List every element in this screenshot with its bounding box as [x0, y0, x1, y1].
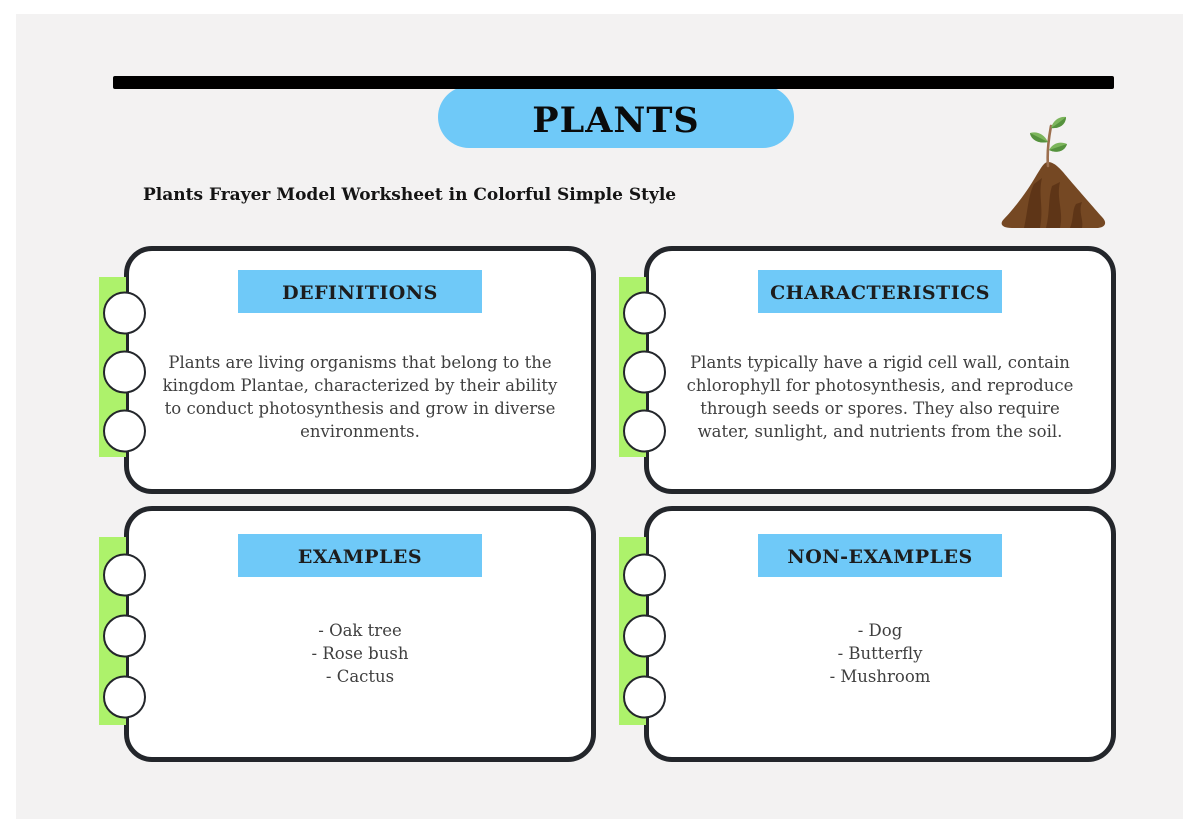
characteristics-body: Plants typically have a rigid cell wall,…: [686, 353, 1074, 441]
page-subtitle: Plants Frayer Model Worksheet in Colorfu…: [143, 185, 677, 205]
top-divider-bar: [113, 76, 1114, 89]
binder-hole: [623, 675, 666, 719]
examples-list-item: - Rose bush: [311, 644, 409, 663]
definitions-header-label: DEFINITIONS: [282, 281, 438, 304]
examples-list-item: - Oak tree: [318, 621, 402, 640]
characteristics-header-label: CHARACTERISTICS: [770, 281, 990, 304]
characteristics-header: CHARACTERISTICS: [758, 270, 1002, 313]
examples-card: EXAMPLES - Oak tree - Rose bush - Cactus: [99, 506, 596, 762]
worksheet-page: PLANTS Plants Frayer Model Worksheet in …: [16, 14, 1183, 819]
definitions-header: DEFINITIONS: [238, 270, 482, 313]
page-title: PLANTS: [532, 99, 700, 141]
non-examples-header: NON-EXAMPLES: [758, 534, 1002, 577]
seedling-icon: [1001, 116, 1106, 228]
binder-hole: [103, 291, 146, 335]
binder-hole: [103, 675, 146, 719]
characteristics-card: CHARACTERISTICS Plants typically have a …: [619, 246, 1116, 494]
binder-hole: [623, 614, 666, 658]
examples-header: EXAMPLES: [238, 534, 482, 577]
definitions-body: Plants are living organisms that belong …: [162, 353, 558, 441]
non-examples-list-item: - Dog: [857, 621, 903, 640]
binder-hole: [623, 553, 666, 597]
definitions-card: DEFINITIONS Plants are living organisms …: [99, 246, 596, 494]
binder-hole: [103, 350, 146, 394]
binder-hole: [623, 409, 666, 453]
non-examples-header-label: NON-EXAMPLES: [787, 545, 973, 568]
non-examples-list: - Dog - Butterfly - Mushroom: [649, 619, 1111, 688]
non-examples-list-item: - Butterfly: [837, 644, 923, 663]
non-examples-list-item: - Mushroom: [829, 667, 931, 686]
title-banner: PLANTS: [438, 86, 794, 148]
binder-hole: [103, 409, 146, 453]
binder-hole: [623, 291, 666, 335]
binder-hole: [623, 350, 666, 394]
examples-header-label: EXAMPLES: [297, 545, 423, 568]
examples-list: - Oak tree - Rose bush - Cactus: [129, 619, 591, 688]
examples-list-item: - Cactus: [325, 667, 395, 686]
binder-hole: [103, 614, 146, 658]
binder-hole: [103, 553, 146, 597]
non-examples-card: NON-EXAMPLES - Dog - Butterfly - Mushroo…: [619, 506, 1116, 762]
